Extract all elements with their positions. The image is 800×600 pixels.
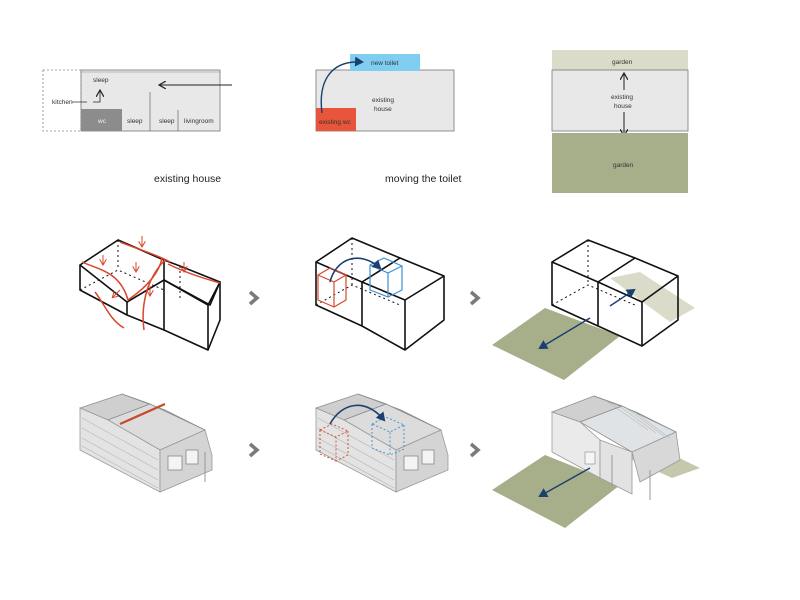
- plan-moving-toilet: new toilet existing house existing wc mo…: [315, 54, 462, 185]
- fold-lines: [81, 241, 221, 331]
- existing-wc-cube: [317, 267, 347, 308]
- arrow-icon: [538, 467, 591, 497]
- render-existing-house: [78, 393, 213, 493]
- plan-gardens: garden existing house garden: [551, 50, 689, 193]
- new-toilet-box: [350, 54, 420, 71]
- arrow-icon: [320, 56, 364, 114]
- garden-front: [492, 455, 620, 528]
- existing-house-label: existing: [372, 97, 394, 104]
- existing-house-label: house: [614, 103, 632, 110]
- arrow-icon: [609, 288, 636, 307]
- chevron-right-icon: [469, 290, 481, 306]
- axo-moving-toilet: [315, 237, 445, 351]
- wc-label: wc: [97, 118, 107, 125]
- caption-moving-toilet: moving the toilet: [385, 173, 462, 185]
- render-gardens: [492, 395, 700, 528]
- arrow-icon: [329, 404, 386, 425]
- caption-existing-house: existing house: [154, 173, 221, 185]
- corner-arrow-icon: [93, 91, 100, 103]
- new-toilet-label: new toilet: [371, 60, 399, 67]
- chevron-right-icon: [469, 442, 481, 458]
- existing-house-label: existing: [611, 94, 633, 101]
- axo-existing-house: [79, 236, 221, 351]
- garden-bottom: [552, 133, 688, 193]
- existing-wc-box: [316, 108, 356, 131]
- fold-line: [119, 402, 166, 426]
- red-arrow-icons: [103, 236, 184, 297]
- house-plan-outline: [551, 69, 689, 132]
- kitchen-label: kitchen: [52, 99, 73, 106]
- plan-existing-house: kitchen sleep wc sleep sleep livingroom …: [42, 69, 232, 185]
- garden-back: [610, 272, 695, 322]
- existing-house-label: house: [374, 106, 392, 113]
- new-toilet-ghost: [370, 416, 406, 456]
- axo-gardens: [492, 239, 695, 380]
- arrow-icon: [538, 317, 591, 350]
- garden-bottom-label: garden: [613, 162, 634, 169]
- livingroom-label: livingroom: [184, 118, 214, 125]
- garden-top: [552, 50, 688, 70]
- chevron-right-icon: [248, 290, 260, 306]
- render-moving-toilet: [314, 393, 449, 493]
- wc-room: [81, 109, 122, 131]
- sleep-label: sleep: [93, 77, 109, 84]
- existing-wc-ghost: [318, 423, 350, 462]
- sleep-label: sleep: [159, 118, 175, 125]
- garden-front: [492, 308, 620, 380]
- chevron-right-icon: [248, 442, 260, 458]
- existing-wc-label: existing wc: [319, 119, 352, 126]
- sleep-label: sleep: [127, 118, 143, 125]
- arrow-icon: [329, 257, 382, 283]
- garden-top-label: garden: [612, 59, 633, 66]
